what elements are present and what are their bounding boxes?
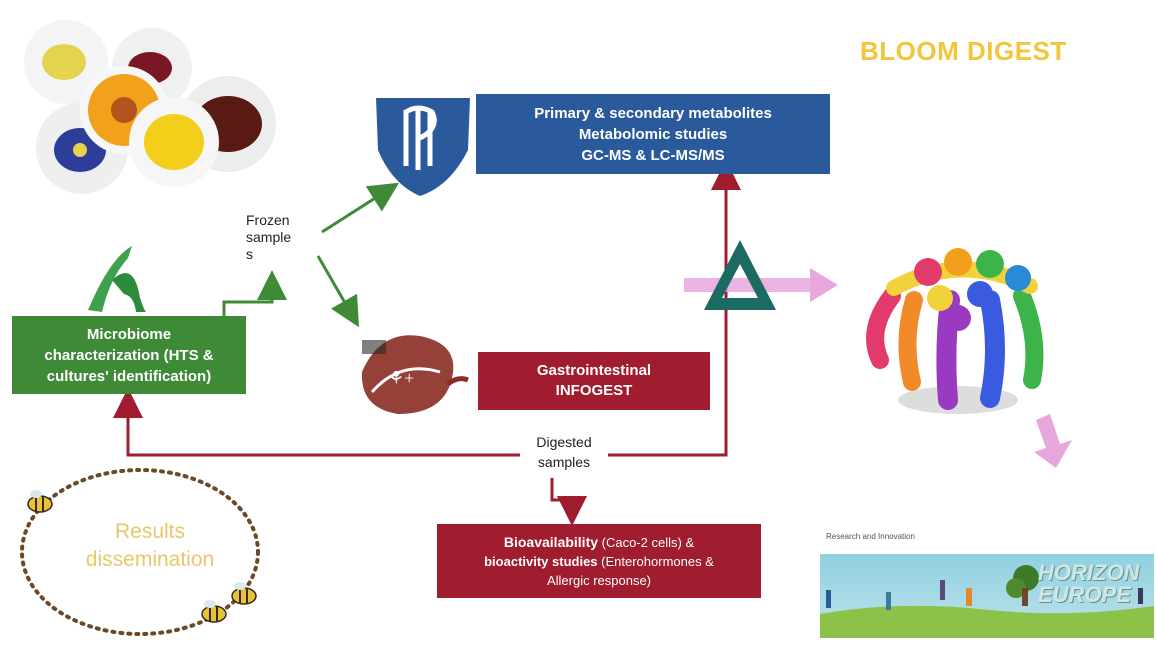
bioactivity-detail: (Enterohormones & (597, 553, 714, 569)
horizon-banner-graphic (820, 554, 1154, 638)
svg-text:⚘+: ⚘+ (388, 368, 414, 388)
allergic-response: Allergic response) (546, 572, 652, 588)
page-title: BLOOM DIGEST (860, 36, 1067, 66)
metabolites-line-2: Metabolomic studies (578, 125, 728, 143)
gastro-line-1: Gastrointestinal (536, 362, 652, 379)
bee-icon (201, 600, 227, 623)
digested-samples-label: Digested samples (520, 432, 608, 472)
microbiome-line-1: Microbiome (86, 325, 172, 343)
horizon-europe-banner: Research and Innovation HORIZON EUROPE (820, 528, 1154, 638)
microbiome-box: Microbiome characterization (HTS & cultu… (12, 316, 246, 394)
flowers-image (24, 20, 276, 194)
palacky-university-logo (376, 98, 470, 196)
pink-arrows (684, 268, 1072, 468)
horizon-header-text: Research and Innovation (820, 528, 1154, 554)
bioavailability-box: Bioavailability (Caco-2 cells) & bioacti… (437, 524, 761, 598)
bioavailability-title: Bioavailability (503, 533, 599, 550)
metabolites-line-3: GC-MS & LC-MS/MS (581, 146, 725, 164)
metabolites-line-1: Primary & secondary metabolites (534, 104, 772, 122)
results-dissemination-label: Results dissemination (85, 520, 215, 571)
gastrointestinal-box: Gastrointestinal INFOGEST (478, 352, 710, 410)
gastro-line-2: INFOGEST (555, 382, 633, 399)
red-arrows (113, 160, 741, 526)
microbiome-line-3: cultures' identification) (46, 367, 212, 385)
bee-icon (27, 490, 53, 513)
university-seal-logo: ⚘+ (361, 335, 469, 414)
triangle-logo (704, 240, 776, 310)
dissemination-ellipse (20, 468, 260, 636)
metabolites-box: Primary & secondary metabolites Metabolo… (476, 94, 830, 174)
bee-icon (231, 582, 257, 605)
bioavailability-detail: (Caco-2 cells) & (598, 534, 695, 550)
frozen-samples-label: Frozen sample s (246, 212, 308, 263)
microbiome-line-2: characterization (HTS & (44, 346, 214, 364)
bioactivity-title: bioactivity studies (484, 553, 598, 569)
horizon-europe-logo-text: HORIZON EUROPE (1038, 560, 1140, 607)
green-arrows (222, 182, 400, 328)
green-a-logo (88, 246, 146, 312)
people-circle-image (866, 248, 1044, 414)
